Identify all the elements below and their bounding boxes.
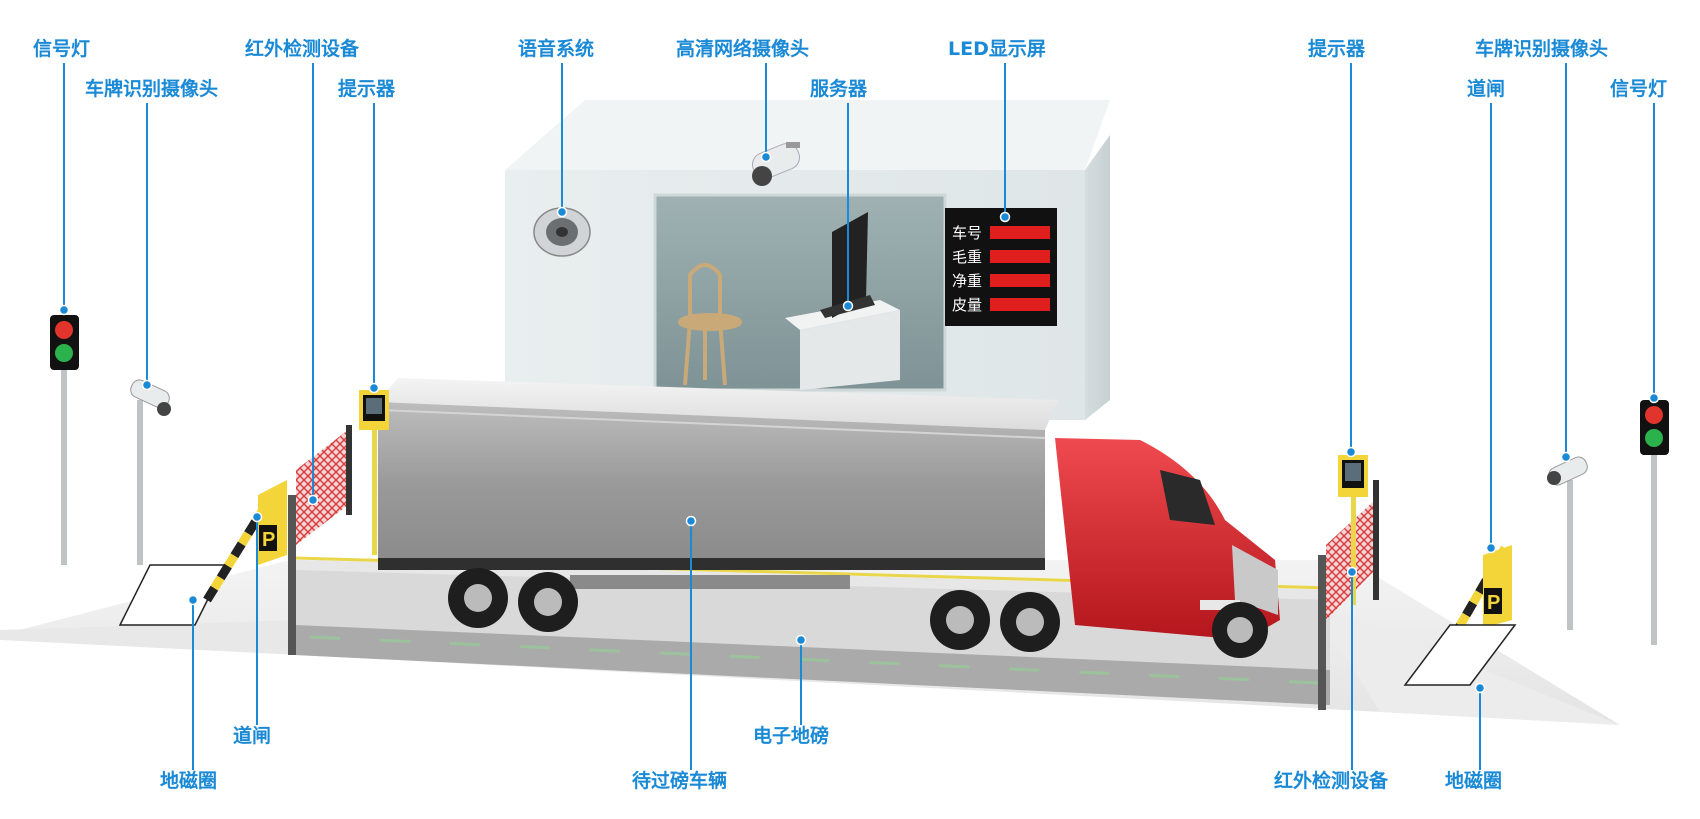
barrier-right-parking-sign: P — [1487, 592, 1500, 614]
barrier-gate-left: P — [203, 480, 287, 603]
callout-label-plate-camera-left: 车牌识别摄像头 — [85, 77, 218, 100]
infrared-curtain-left — [288, 425, 352, 655]
led-row-plate: 车号 — [952, 224, 982, 242]
callout-label-signal-light-left: 信号灯 — [33, 37, 90, 60]
callout-label-signal-light-right: 信号灯 — [1610, 77, 1667, 100]
callout-hd-camera: 高清网络摄像头 — [676, 37, 809, 163]
desk — [785, 300, 900, 390]
callout-plate-camera-right: 车牌识别摄像头 — [1475, 37, 1608, 463]
callout-scale: 电子地磅 — [753, 634, 829, 747]
callout-anchor-dot — [760, 151, 772, 163]
callout-infrared-bottom-right: 红外检测设备 — [1274, 566, 1389, 792]
callout-loop-left: 地磁圈 — [160, 594, 217, 792]
signal-light-left-icon — [50, 315, 79, 565]
callout-label-barrier-left: 道闸 — [233, 724, 271, 747]
plate-camera-right-icon — [1547, 456, 1588, 630]
callout-anchor-dot — [1346, 566, 1358, 578]
callout-anchor-dot — [1485, 542, 1497, 554]
left-equipment: P — [50, 315, 389, 655]
speaker-icon — [533, 207, 591, 257]
callout-prompter-right: 提示器 — [1308, 37, 1366, 458]
callout-barrier-left: 道闸 — [233, 511, 271, 747]
callout-label-server: 服务器 — [810, 77, 868, 100]
callout-signal-light-right: 信号灯 — [1610, 77, 1667, 404]
callout-vehicle: 待过磅车辆 — [632, 515, 727, 792]
callout-anchor-dot — [1560, 451, 1572, 463]
callout-label-prompter-right: 提示器 — [1308, 37, 1366, 60]
callout-anchor-dot — [368, 382, 380, 394]
callout-anchor-dot — [141, 379, 153, 391]
callout-anchor-dot — [1474, 682, 1486, 694]
callout-label-vehicle: 待过磅车辆 — [632, 769, 727, 792]
barrier-left-parking-sign: P — [262, 529, 275, 551]
callout-label-scale: 电子地磅 — [753, 724, 829, 747]
callout-anchor-dot — [685, 515, 697, 527]
callout-label-infrared-top-left: 红外检测设备 — [245, 37, 360, 60]
truck — [378, 378, 1280, 658]
right-equipment: P — [1318, 400, 1669, 710]
prompter-left-icon — [359, 390, 389, 555]
led-row-tare: 皮量 — [952, 296, 982, 314]
callout-label-voice-system: 语音系统 — [518, 37, 594, 60]
callout-anchor-dot — [187, 594, 199, 606]
signal-light-right-icon — [1640, 400, 1669, 645]
plate-camera-left-icon — [130, 379, 171, 565]
callout-label-loop-left: 地磁圈 — [160, 769, 217, 792]
callout-label-plate-camera-right: 车牌识别摄像头 — [1475, 37, 1608, 60]
prompter-right-icon — [1338, 455, 1368, 605]
callout-label-loop-right: 地磁圈 — [1445, 769, 1502, 792]
callout-infrared-top-left: 红外检测设备 — [245, 37, 360, 506]
callout-anchor-dot — [556, 206, 568, 218]
infrared-curtain-right — [1318, 480, 1379, 710]
ground-loop-left — [118, 564, 227, 626]
callout-plate-camera-left: 车牌识别摄像头 — [85, 77, 218, 391]
truck-wheels — [448, 568, 1268, 658]
callout-led-display: LED显示屏 — [948, 38, 1046, 223]
ground-loop-right — [1403, 624, 1517, 686]
callout-anchor-dot — [1345, 446, 1357, 458]
callout-label-infrared-bottom-right: 红外检测设备 — [1274, 769, 1389, 792]
callout-anchor-dot — [307, 494, 319, 506]
led-row-net: 净重 — [952, 272, 982, 290]
callout-voice-system: 语音系统 — [518, 37, 594, 218]
callout-signal-light-left: 信号灯 — [33, 37, 90, 316]
callout-label-barrier-right: 道闸 — [1467, 77, 1505, 100]
callout-anchor-dot — [842, 300, 854, 312]
callout-prompter-left: 提示器 — [338, 77, 396, 394]
callout-layer: 信号灯车牌识别摄像头红外检测设备提示器语音系统高清网络摄像头服务器LED显示屏提… — [33, 37, 1667, 792]
callout-loop-right: 地磁圈 — [1445, 682, 1502, 792]
callout-label-led-display: LED显示屏 — [948, 38, 1046, 60]
callout-server: 服务器 — [810, 77, 868, 312]
weighing-booth: 车号 毛重 净重 皮量 — [505, 100, 1110, 420]
callout-label-hd-camera: 高清网络摄像头 — [676, 37, 809, 60]
led-display-panel: 车号 毛重 净重 皮量 — [945, 208, 1057, 326]
callout-anchor-dot — [251, 511, 263, 523]
callout-barrier-right: 道闸 — [1467, 77, 1505, 554]
led-row-gross: 毛重 — [952, 248, 982, 266]
callout-anchor-dot — [58, 304, 70, 316]
callout-anchor-dot — [999, 211, 1011, 223]
callout-anchor-dot — [1648, 392, 1660, 404]
callout-anchor-dot — [795, 634, 807, 646]
callout-label-prompter-left: 提示器 — [338, 77, 396, 100]
chair — [678, 263, 742, 386]
